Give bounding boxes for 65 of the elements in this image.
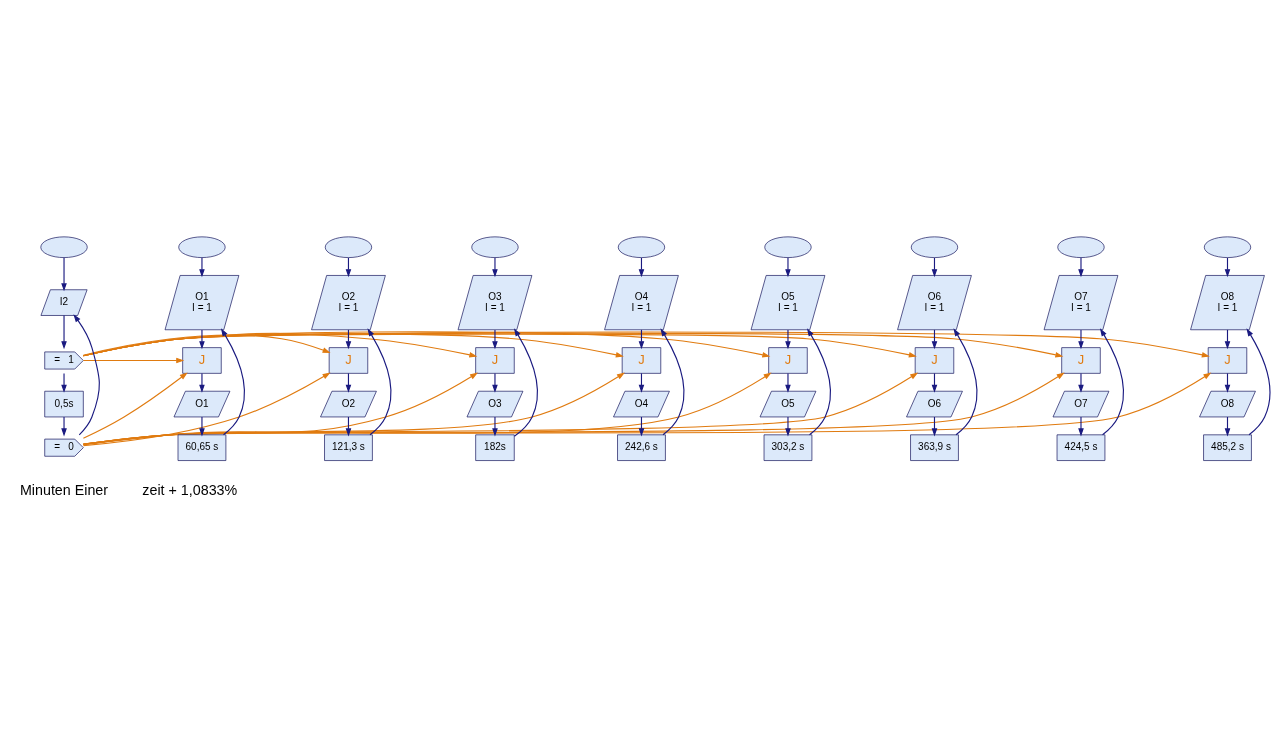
node-ellipse xyxy=(1203,236,1252,258)
arrow xyxy=(73,314,100,436)
arrow xyxy=(61,416,67,437)
node-box: 303,2 s xyxy=(763,434,813,461)
arrow xyxy=(61,315,67,350)
arrow xyxy=(82,372,188,439)
node-box: 182s xyxy=(475,434,515,461)
node-ellipse xyxy=(40,236,88,258)
arrow xyxy=(492,416,498,437)
node-box: 485,2 s xyxy=(1203,434,1252,461)
arrow xyxy=(785,416,791,437)
node-box: J xyxy=(182,347,222,374)
arrow xyxy=(82,333,624,358)
node-box: 424,5 s xyxy=(1056,434,1106,461)
arrow xyxy=(61,257,67,292)
arrow xyxy=(199,329,205,350)
node-ellipse xyxy=(1057,236,1105,258)
node-box: 242,6 s xyxy=(617,434,666,461)
arrow xyxy=(82,334,331,356)
arrow xyxy=(367,328,392,436)
node-box: J xyxy=(914,347,955,374)
arrow xyxy=(61,372,67,393)
node-box: 121,3 s xyxy=(324,434,373,461)
label: Minuten Einer xyxy=(19,481,109,498)
arrow xyxy=(199,257,205,278)
node-box: J xyxy=(1061,347,1101,374)
node-box: J xyxy=(621,347,662,374)
arrow xyxy=(785,329,791,350)
node-box: J xyxy=(328,347,369,374)
node-ellipse xyxy=(324,236,373,258)
node-box: 363,9 s xyxy=(910,434,959,461)
arrow xyxy=(199,416,205,437)
arrow xyxy=(220,328,245,436)
node-ellipse xyxy=(764,236,812,258)
node-ellipse xyxy=(471,236,519,258)
arrow xyxy=(785,372,791,393)
node-box: J xyxy=(475,347,515,374)
arrow xyxy=(82,372,331,447)
arrow xyxy=(82,357,185,364)
node-ellipse xyxy=(910,236,959,258)
node-box: 0,5s xyxy=(44,390,84,418)
arrow xyxy=(1246,328,1271,436)
arrow xyxy=(1078,372,1084,393)
node-ellipse xyxy=(617,236,666,258)
arrow xyxy=(1078,416,1084,437)
node-box: J xyxy=(768,347,808,374)
arrow xyxy=(82,333,917,358)
arrow xyxy=(953,328,978,436)
arrow xyxy=(1078,257,1084,278)
arrow xyxy=(806,328,831,436)
arrow xyxy=(199,372,205,393)
label: zeit + 1,0833% xyxy=(142,481,238,498)
arrow xyxy=(492,372,498,393)
node-box: J xyxy=(1207,347,1248,374)
node-ellipse xyxy=(178,236,226,258)
arrow xyxy=(660,328,685,436)
arrow xyxy=(785,257,791,278)
arrow xyxy=(513,328,538,437)
arrow xyxy=(1078,329,1084,350)
arrow xyxy=(1099,328,1124,436)
arrow xyxy=(82,332,1064,358)
arrow xyxy=(492,257,498,278)
arrow xyxy=(492,329,498,350)
node-box: 60,65 s xyxy=(177,434,227,461)
arrow xyxy=(82,332,478,358)
